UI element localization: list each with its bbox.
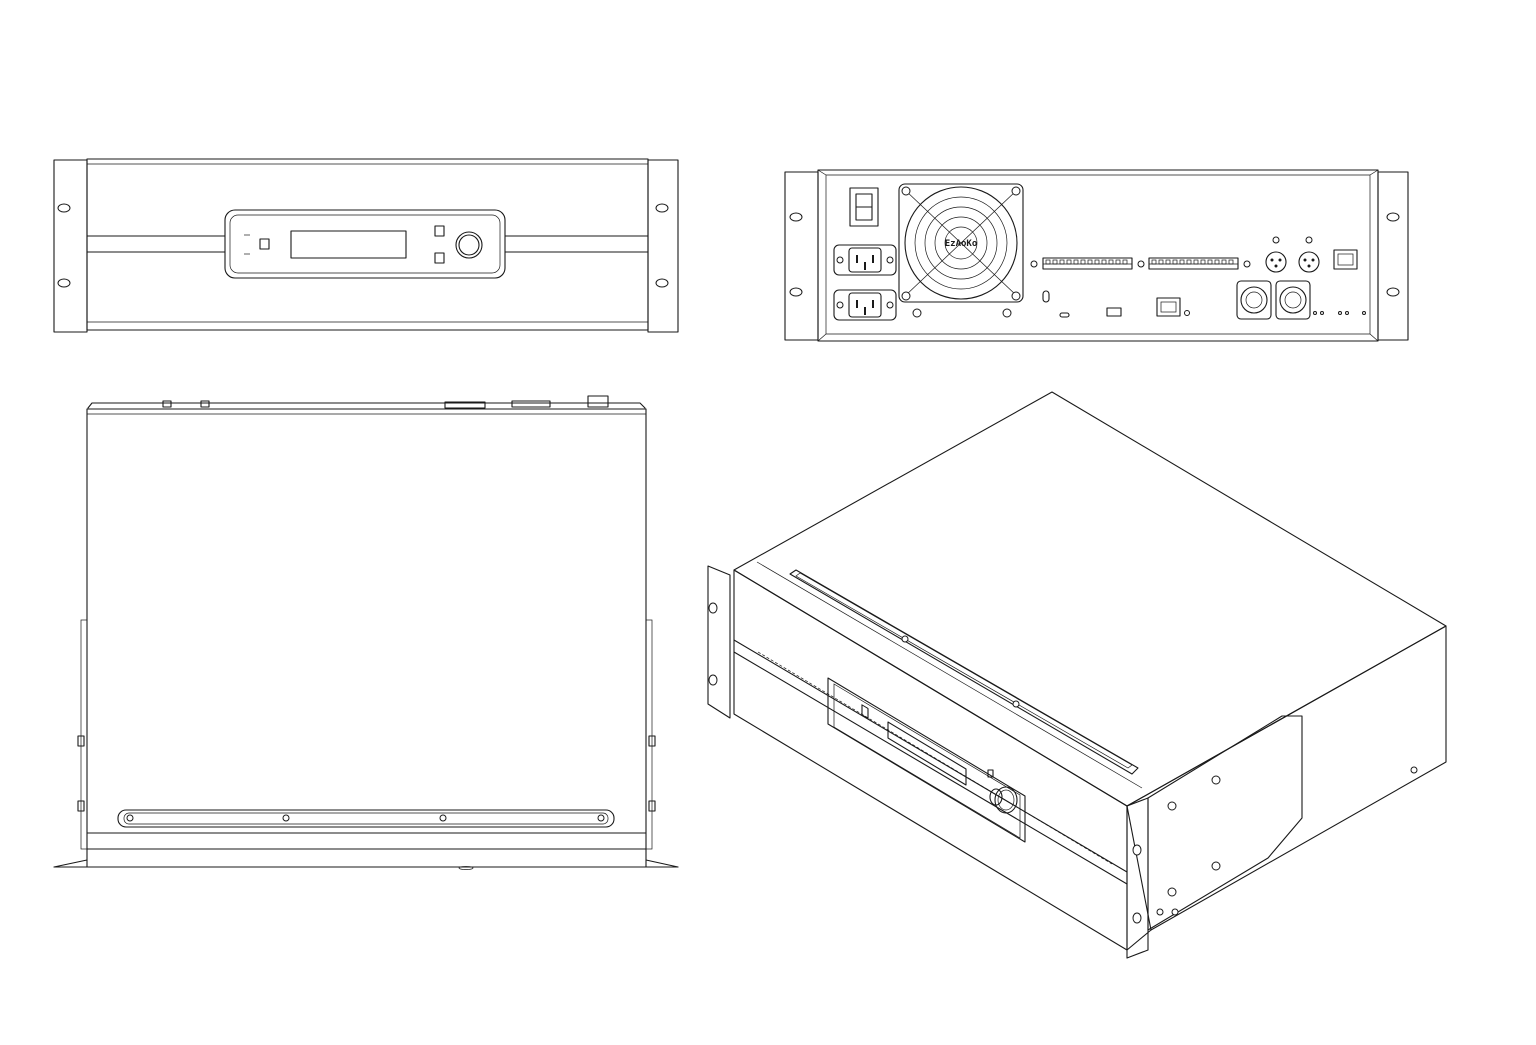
front-view: [53, 158, 679, 333]
power-switch-icon[interactable]: [849, 187, 879, 227]
ethercon-connector-icon[interactable]: [1275, 280, 1311, 320]
left-rack-ear: [53, 159, 88, 333]
terminal-pin: [1066, 259, 1072, 265]
right-rack-ear: [1126, 797, 1149, 959]
cooling-fan-icon: EzAoKo: [898, 183, 1024, 303]
rack-ear-hole: [655, 278, 669, 288]
ethercon-connector-icon[interactable]: [1236, 280, 1272, 320]
right-rack-ear: [647, 159, 679, 333]
rear-panel: [817, 169, 1379, 342]
rack-ear-hole: [1386, 287, 1400, 297]
terminal-pin: [1158, 259, 1164, 265]
terminal-pin: [1165, 259, 1171, 265]
front-lip: [86, 848, 647, 868]
rj45-port-icon[interactable]: [1333, 249, 1358, 270]
rack-ear-hole: [1386, 212, 1400, 222]
power-switch-icon[interactable]: [861, 704, 869, 720]
iec-inlet-icon: [833, 289, 897, 321]
terminal-pin: [1087, 259, 1093, 265]
terminal-pin: [1080, 259, 1086, 265]
right-rack-ear: [1377, 171, 1409, 341]
xlr-connector-icon[interactable]: [1265, 236, 1287, 273]
control-bezel: [224, 209, 506, 279]
status-led: [1184, 310, 1190, 316]
terminal-pin: [1221, 259, 1227, 265]
terminal-pin: [1193, 259, 1199, 265]
terminal-pin: [1172, 259, 1178, 265]
terminal-pin: [1115, 259, 1121, 265]
rj45-port-icon: [587, 395, 609, 408]
usb-port-icon[interactable]: [1106, 307, 1122, 317]
terminal-pin: [1151, 259, 1157, 265]
power-switch-icon[interactable]: [259, 238, 270, 250]
ground-post: [1042, 290, 1050, 303]
rotary-knob-icon[interactable]: [455, 231, 483, 259]
rack-ear-hole: [655, 203, 669, 213]
side-plate: [1147, 715, 1303, 931]
terminal-pin: [1094, 259, 1100, 265]
xlr-connector-icon[interactable]: [1298, 236, 1320, 273]
left-rack-ear: [707, 565, 731, 719]
terminal-pin: [1200, 259, 1206, 265]
terminal-pin: [1101, 259, 1107, 265]
lcd-display-icon: [887, 721, 967, 786]
terminal-pin: [1059, 259, 1065, 265]
rj45-port-icon[interactable]: [1156, 297, 1181, 317]
down-button[interactable]: [434, 252, 445, 264]
usb-c-port-icon[interactable]: [1059, 312, 1070, 318]
top-cover: [86, 408, 647, 850]
lcd-display-icon: [290, 230, 407, 259]
terminal-pin: [1214, 259, 1220, 265]
front-face: [733, 569, 1128, 951]
terminal-block-icon: [1042, 257, 1133, 270]
terminal-pin: [1122, 259, 1128, 265]
terminal-pin: [1179, 259, 1185, 265]
fan-badge-label: EzAoKo: [945, 239, 978, 249]
terminal-block-icon: [1148, 257, 1239, 270]
rack-ear-hole: [789, 212, 803, 222]
terminal-pin: [1228, 259, 1234, 265]
right-side: [1126, 625, 1447, 931]
handle-slot: [117, 809, 615, 828]
top-surface: [733, 391, 1447, 807]
terminal-pin: [1052, 259, 1058, 265]
front-panel: [86, 158, 649, 331]
iec-inlet-icon: [833, 244, 897, 276]
terminal-pin: [1073, 259, 1079, 265]
up-button[interactable]: [434, 225, 445, 237]
isometric-view: [707, 391, 1447, 959]
terminal-pin: [1045, 259, 1051, 265]
control-bezel: [827, 677, 1026, 843]
terminal-pin: [1186, 259, 1192, 265]
terminal-pin: [1108, 259, 1114, 265]
rack-ear-hole: [57, 203, 71, 213]
rack-ear-hole: [789, 287, 803, 297]
handle-slot: [789, 569, 1139, 775]
top-view: [53, 395, 679, 870]
rotary-knob-icon[interactable]: [989, 786, 1018, 814]
left-rack-ear: [784, 171, 819, 341]
rack-ear-hole: [57, 278, 71, 288]
rear-view: EzAoKo: [784, 169, 1409, 342]
terminal-pin: [1207, 259, 1213, 265]
